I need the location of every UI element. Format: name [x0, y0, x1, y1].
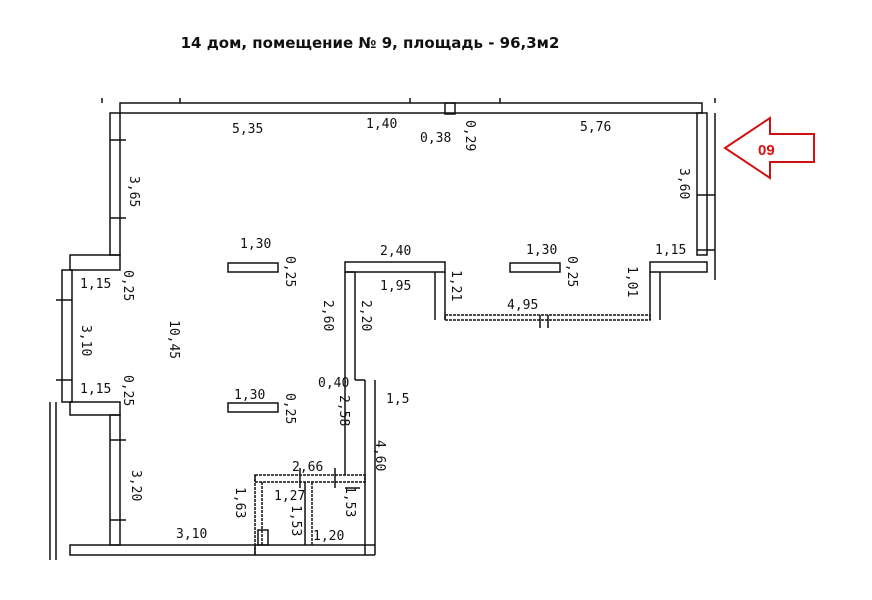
dim-label: 0,25 [282, 256, 297, 287]
dim-label: 2,20 [358, 300, 373, 331]
dim-label: 4,95 [507, 298, 538, 313]
dim-label: 1,21 [448, 270, 463, 301]
wall-left-upper [109, 112, 121, 256]
dim-label: 1,20 [313, 529, 344, 544]
wall-top [119, 102, 703, 114]
dim-label: 2,66 [292, 460, 323, 475]
wc-block [254, 474, 366, 483]
wall-left-lower [109, 414, 121, 546]
plan-title: 14 дом, помещение № 9, площадь - 96,3м2 [180, 34, 560, 52]
notch-lower [69, 401, 121, 416]
dim-label: 3,10 [176, 527, 207, 542]
wall-right [696, 112, 708, 256]
notch-right [649, 261, 708, 273]
dim-label: 0,40 [318, 376, 349, 391]
dim-label: 1,63 [232, 487, 247, 518]
dim-label: 2,40 [380, 244, 411, 259]
dim-label: 4,60 [372, 440, 387, 471]
wall-bottom [69, 544, 256, 556]
dim-label: 1,15 [80, 277, 111, 292]
dim-label: 3,20 [128, 470, 143, 501]
dim-label: 3,65 [126, 176, 141, 207]
wall-inner-bottom [444, 314, 651, 321]
dim-label: 0,25 [120, 375, 135, 406]
entrance-arrow-icon: 09 [723, 116, 815, 180]
column-b [509, 262, 561, 273]
dim-label: 0,25 [120, 270, 135, 301]
column-c [227, 402, 279, 413]
dim-label: 1,53 [288, 505, 303, 536]
dim-label: 5,35 [232, 122, 263, 137]
dim-label: 1,5 [386, 392, 409, 407]
wall-step-top [344, 261, 446, 273]
dim-label: 2,58 [336, 395, 351, 426]
notch-upper [69, 254, 121, 271]
dim-label: 5,76 [580, 120, 611, 135]
dim-label: 1,27 [274, 489, 305, 504]
wall-left-mid [61, 269, 73, 403]
dim-label: 1,15 [655, 243, 686, 258]
dim-label: 3,10 [78, 325, 93, 356]
dim-label: 2,60 [320, 300, 335, 331]
dim-label: 10,45 [166, 320, 181, 359]
dim-label: 0,38 [420, 131, 451, 146]
dim-label: 1,30 [240, 237, 271, 252]
dim-label: 1,30 [526, 243, 557, 258]
dim-label: 0,29 [462, 120, 477, 151]
marker-label: 09 [758, 142, 775, 159]
dim-label: 1,30 [234, 388, 265, 403]
dim-label: 1,40 [366, 117, 397, 132]
dim-label: 1,95 [380, 279, 411, 294]
dim-label: 3,60 [676, 168, 691, 199]
column-a [227, 262, 279, 273]
dim-label: 1,53 [342, 486, 357, 517]
dim-label: 1,15 [80, 382, 111, 397]
dim-label: 1,01 [624, 266, 639, 297]
shaft [444, 102, 456, 115]
dim-label: 0,25 [282, 393, 297, 424]
dim-label: 0,25 [564, 256, 579, 287]
